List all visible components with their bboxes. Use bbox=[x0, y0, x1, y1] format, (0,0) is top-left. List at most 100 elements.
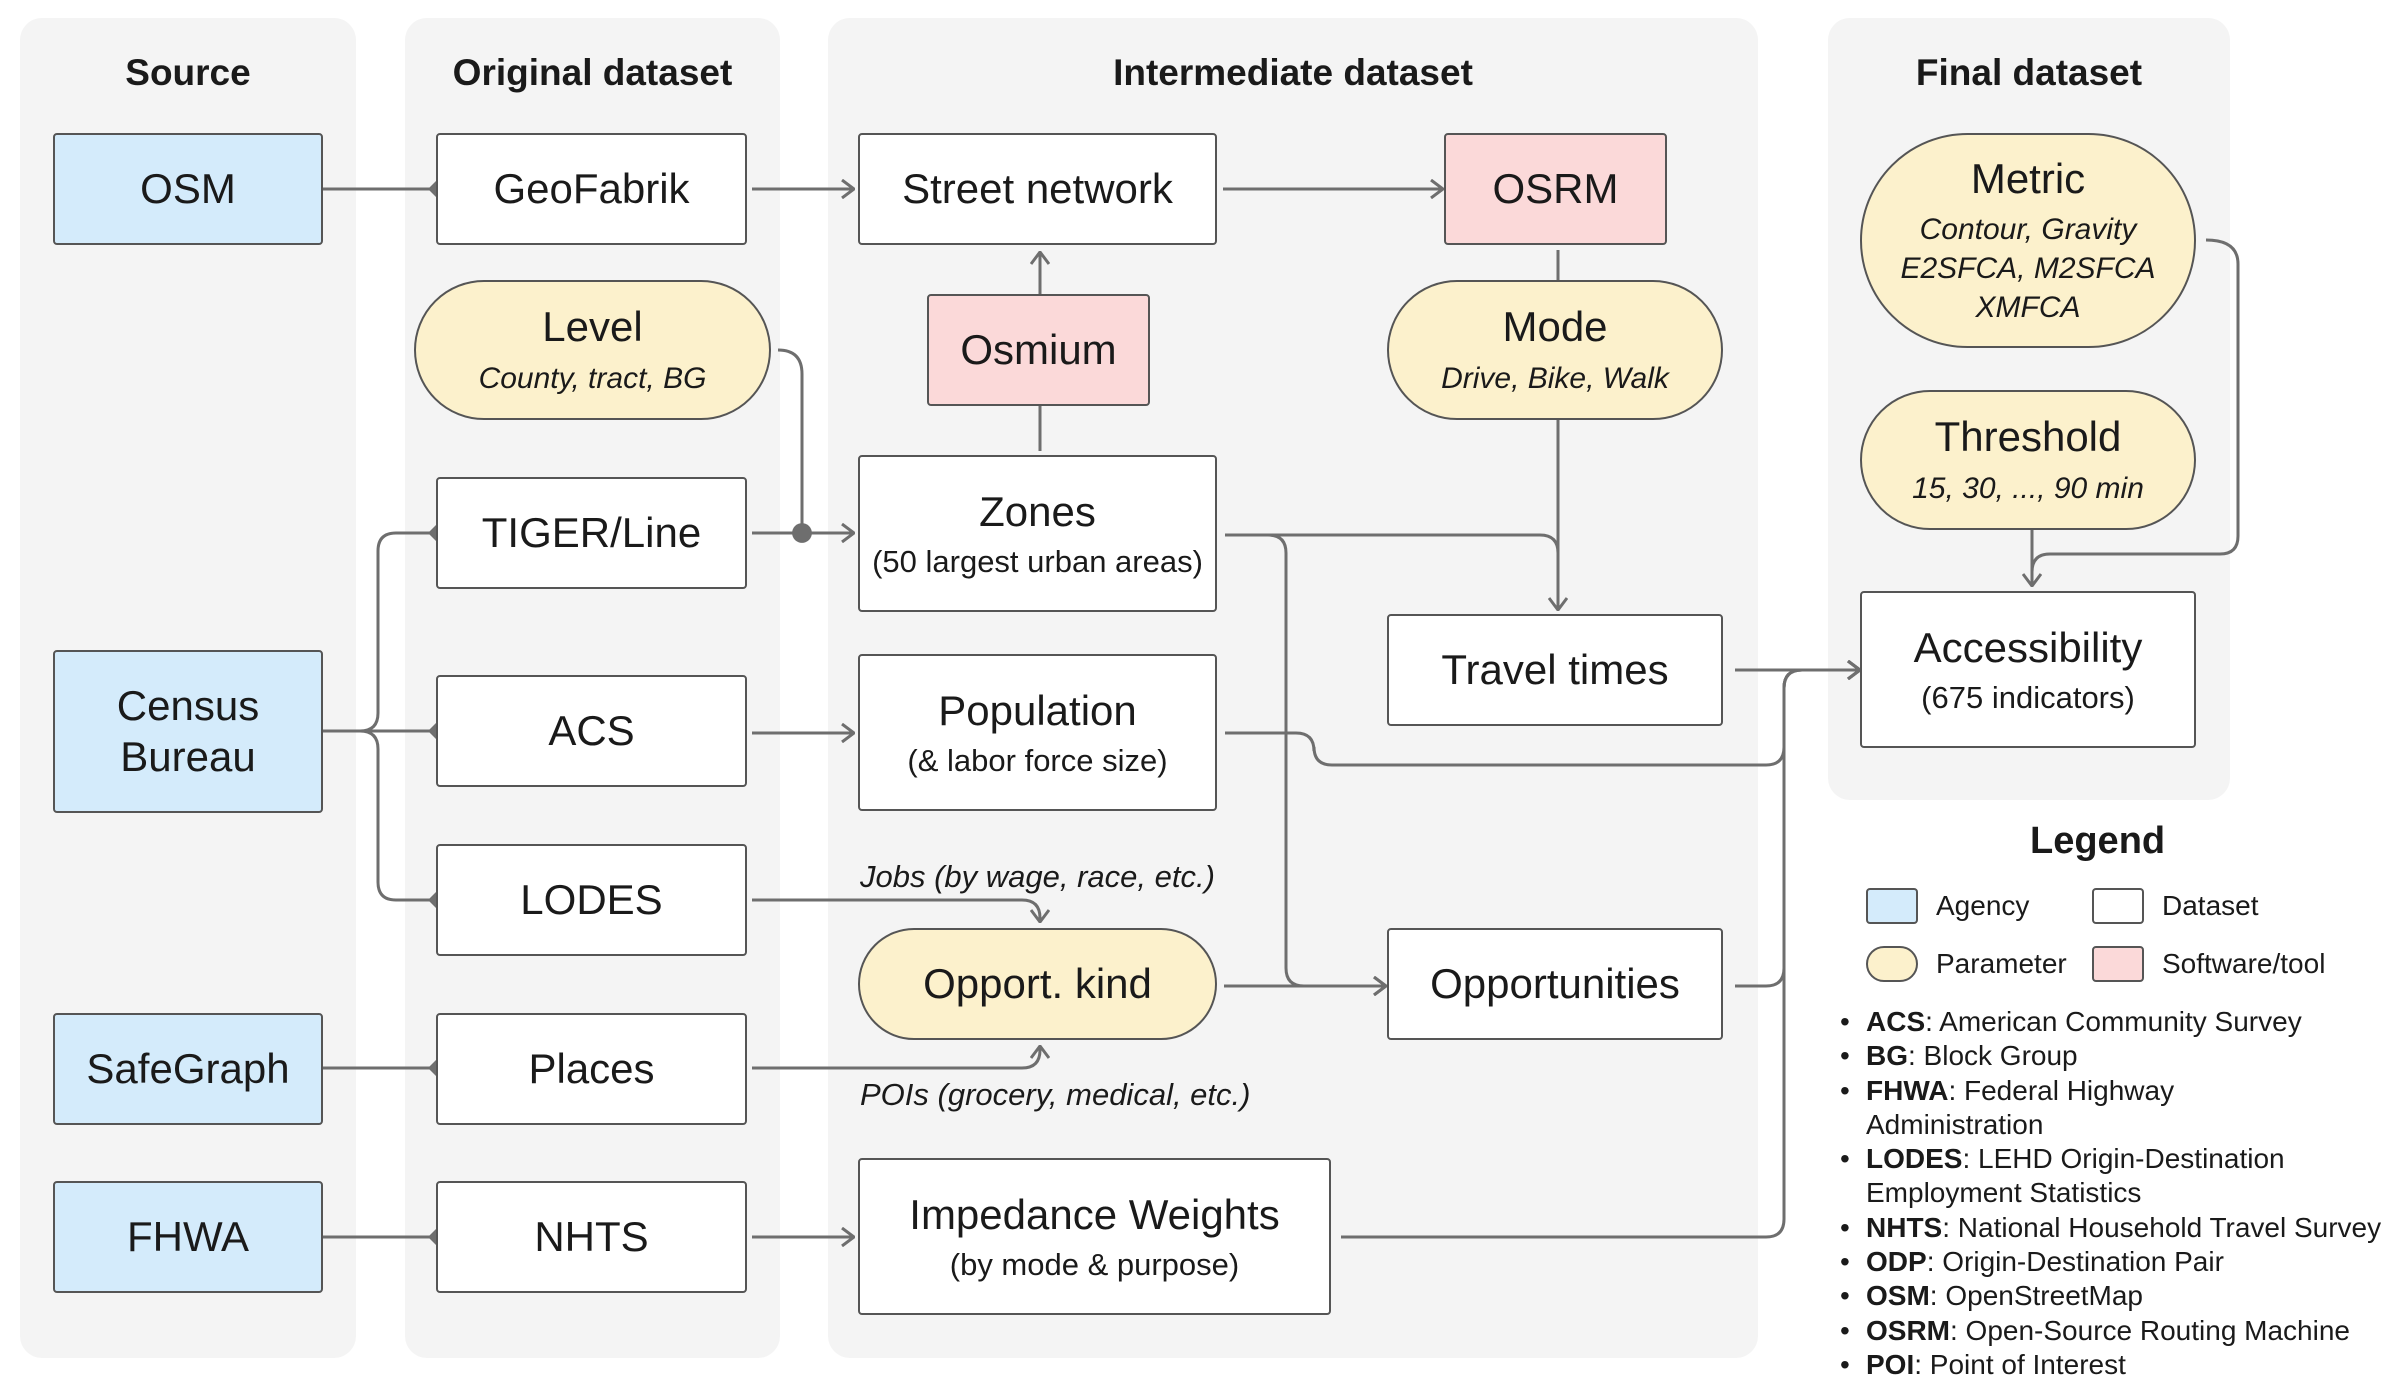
osrm-node: OSRM bbox=[1444, 133, 1667, 245]
geofabrik-label: GeoFabrik bbox=[493, 164, 690, 212]
osm-label: OSM bbox=[140, 164, 236, 212]
abbreviation-definition: : Block Group bbox=[1908, 1040, 2078, 1072]
metric-detail: Contour, Gravity E2SFCA, M2SFCA XMFCA bbox=[1900, 213, 2156, 325]
mode-detail: Drive, Bike, Walk bbox=[1441, 361, 1669, 395]
osmium-node: Osmium bbox=[927, 294, 1150, 406]
abbreviation-definition: : Federal Highway Administration bbox=[1866, 1074, 2175, 1140]
abbreviation-definition: : Open-Source Routing Machine bbox=[1950, 1314, 2350, 1346]
abbreviation-definition: : Origin-Destination Pair bbox=[1926, 1246, 2224, 1278]
impedance-weights-detail: (by mode & purpose) bbox=[949, 1246, 1240, 1282]
level-title: Level bbox=[542, 303, 643, 351]
zones-node: Zones (50 largest urban areas) bbox=[858, 455, 1217, 612]
fhwa-node: FHWA bbox=[53, 1181, 323, 1293]
abbreviation-term: BG bbox=[1866, 1040, 1908, 1072]
edge-level-zones bbox=[777, 348, 812, 543]
edge-zones-travel bbox=[1225, 533, 1560, 554]
nhts-node: NHTS bbox=[436, 1181, 747, 1293]
population-title: Population bbox=[938, 687, 1137, 735]
abbreviation-definition: : OpenStreetMap bbox=[1929, 1280, 2144, 1312]
abbreviation-term: NHTS bbox=[1866, 1211, 1943, 1243]
legend-agency-swatch bbox=[1866, 888, 1918, 924]
abbreviation-definition: : Point of Interest bbox=[1914, 1348, 2126, 1380]
opportunities-label: Opportunities bbox=[1430, 959, 1680, 1007]
osm-node: OSM bbox=[53, 133, 323, 245]
abbreviation-term: ODP bbox=[1866, 1246, 1927, 1278]
source-column-title: Source bbox=[125, 52, 251, 93]
nhts-label: NHTS bbox=[534, 1212, 649, 1260]
abbreviation-item: FHWA: Federal Highway Administration bbox=[1840, 1074, 2346, 1143]
street-network-label: Street network bbox=[902, 164, 1173, 212]
opportunities-node: Opportunities bbox=[1387, 928, 1723, 1040]
geofabrik-node: GeoFabrik bbox=[436, 133, 747, 245]
osmium-label: Osmium bbox=[960, 325, 1117, 373]
acs-label: ACS bbox=[548, 706, 635, 754]
opport-kind-parameter: Opport. kind bbox=[858, 928, 1217, 1040]
jobs-edge-label: Jobs (by wage, race, etc.) bbox=[860, 859, 1215, 894]
final-column-title: Final dataset bbox=[1915, 52, 2143, 93]
legend-software-swatch bbox=[2092, 946, 2144, 982]
metric-parameter: Metric Contour, Gravity E2SFCA, M2SFCA X… bbox=[1860, 133, 2196, 348]
original-column-title: Original dataset bbox=[452, 52, 733, 93]
edge-places-opport bbox=[752, 1046, 1040, 1070]
zones-title: Zones bbox=[979, 488, 1096, 536]
accessibility-node: Accessibility (675 indicators) bbox=[1860, 591, 2196, 748]
edge-census-lodes bbox=[323, 729, 444, 908]
abbreviation-term: POI bbox=[1866, 1348, 1915, 1380]
census-bureau-label: Census Bureau bbox=[116, 682, 260, 780]
edge-impedance-access bbox=[1341, 670, 1860, 1239]
abbreviation-list: ACS: American Community Survey BG: Block… bbox=[1840, 1005, 2400, 1382]
places-label: Places bbox=[528, 1044, 655, 1092]
census-bureau-node: Census Bureau bbox=[53, 650, 323, 813]
travel-times-label: Travel times bbox=[1441, 645, 1669, 693]
acs-node: ACS bbox=[436, 675, 747, 787]
edge-opportunities-access bbox=[1735, 670, 1860, 988]
threshold-title: Threshold bbox=[1934, 413, 2122, 461]
street-network-node: Street network bbox=[858, 133, 1217, 245]
abbreviation-item: ACS: American Community Survey bbox=[1840, 1005, 2346, 1040]
abbreviation-term: FHWA bbox=[1866, 1074, 1949, 1106]
abbreviation-definition: : American Community Survey bbox=[1925, 1006, 2302, 1037]
abbreviation-term: LODES bbox=[1866, 1143, 1963, 1175]
abbreviation-term: OSRM bbox=[1866, 1314, 1950, 1346]
abbreviation-item: OSRM: Open-Source Routing Machine bbox=[1840, 1314, 2400, 1349]
abbreviation-item: NHTS: National Household Travel Survey bbox=[1840, 1211, 2400, 1246]
population-node: Population (& labor force size) bbox=[858, 654, 1217, 811]
edge-zones-opportunities bbox=[1225, 533, 1386, 986]
abbreviation-item: BG: Block Group bbox=[1840, 1039, 2346, 1074]
mode-parameter: Mode Drive, Bike, Walk bbox=[1387, 280, 1723, 420]
fhwa-label: FHWA bbox=[126, 1212, 250, 1260]
opport-kind-label: Opport. kind bbox=[923, 959, 1152, 1007]
accessibility-detail: (675 indicators) bbox=[1921, 679, 2135, 715]
impedance-weights-node: Impedance Weights (by mode & purpose) bbox=[858, 1158, 1331, 1315]
zones-detail: (50 largest urban areas) bbox=[872, 543, 1203, 579]
level-parameter: Level County, tract, BG bbox=[414, 280, 771, 420]
abbreviation-definition: : National Household Travel Survey bbox=[1942, 1211, 2382, 1243]
lodes-label: LODES bbox=[520, 875, 663, 923]
legend-parameter-swatch bbox=[1866, 946, 1918, 982]
abbreviation-item: LODES: LEHD Origin-Destination Employmen… bbox=[1840, 1142, 2346, 1211]
edge-metric-access bbox=[2030, 238, 2240, 573]
tiger-line-node: TIGER/Line bbox=[436, 477, 747, 589]
osrm-label: OSRM bbox=[1492, 164, 1619, 212]
lodes-node: LODES bbox=[436, 844, 747, 956]
abbreviation-term: OSM bbox=[1866, 1280, 1930, 1312]
abbreviation-item: POI: Point of Interest bbox=[1840, 1348, 2346, 1382]
impedance-weights-title: Impedance Weights bbox=[909, 1191, 1280, 1239]
abbreviation-term: ACS bbox=[1866, 1006, 1926, 1037]
edge-census-tiger bbox=[323, 525, 444, 733]
travel-times-node: Travel times bbox=[1387, 614, 1723, 726]
legend-dataset-label: Dataset bbox=[2162, 890, 2259, 921]
accessibility-title: Accessibility bbox=[1913, 624, 2143, 672]
legend-software-label: Software/tool bbox=[2162, 948, 2326, 979]
level-detail: County, tract, BG bbox=[478, 361, 707, 395]
mode-title: Mode bbox=[1502, 303, 1608, 351]
pois-edge-label: POIs (grocery, medical, etc.) bbox=[860, 1077, 1251, 1112]
legend-parameter-label: Parameter bbox=[1936, 948, 2067, 979]
abbreviation-item: OSM: OpenStreetMap bbox=[1840, 1279, 2346, 1314]
metric-title: Metric bbox=[1970, 154, 2086, 202]
threshold-detail: 15, 30, ..., 90 min bbox=[1912, 471, 2144, 505]
population-detail: (& labor force size) bbox=[907, 742, 1168, 778]
safegraph-node: SafeGraph bbox=[53, 1013, 323, 1125]
intermediate-column-title: Intermediate dataset bbox=[1113, 52, 1473, 93]
